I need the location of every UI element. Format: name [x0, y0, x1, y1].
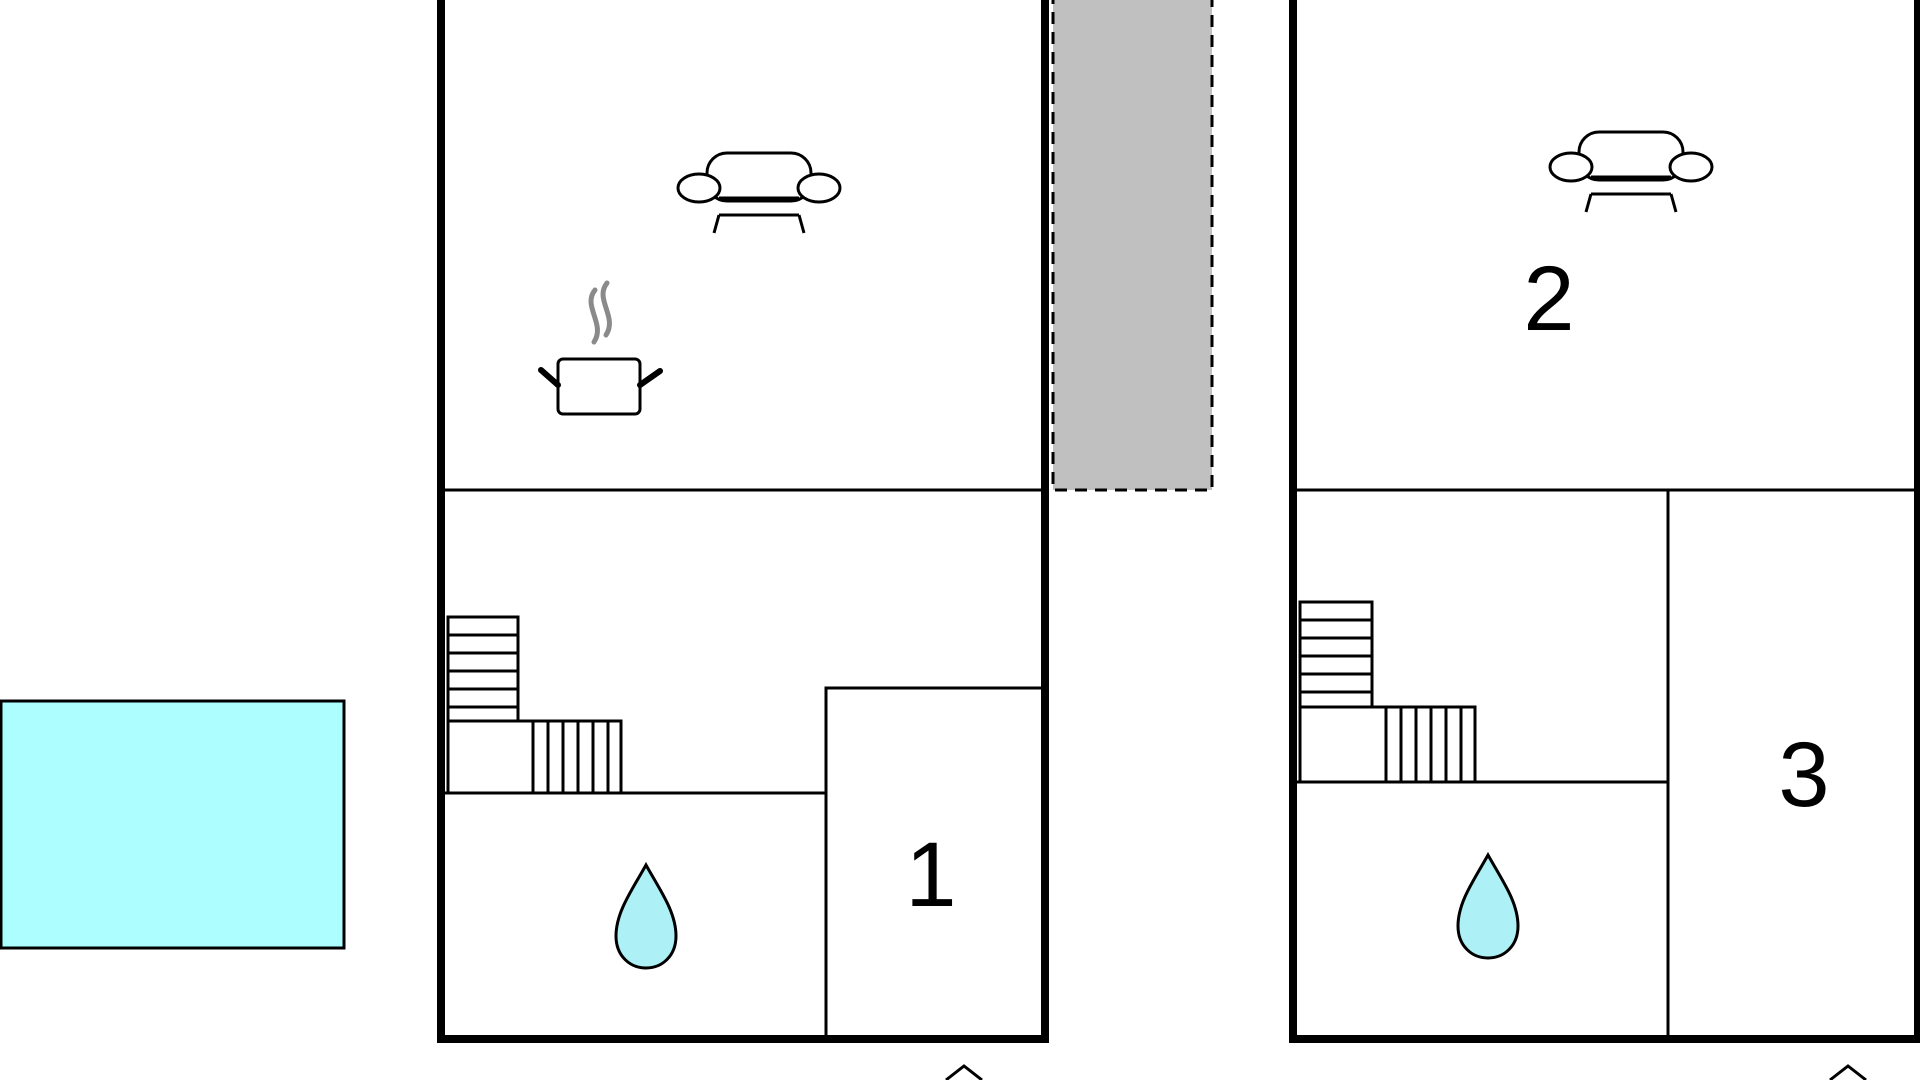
- bedroom-1-label: 1: [905, 824, 956, 926]
- living-2-label: 2: [1523, 248, 1574, 350]
- left-bedroom-walls: [824, 686, 1045, 1039]
- terrace-area: [1051, 0, 1214, 492]
- bedroom-3-label: 3: [1778, 724, 1829, 826]
- left-unit: 1: [437, 0, 1049, 1043]
- pool-icon: [0, 699, 346, 950]
- water-drop-icon: [614, 863, 678, 970]
- right-unit: 2 3: [1289, 0, 1920, 1043]
- sofa-icon: [676, 151, 842, 235]
- right-unit-outline: [1289, 0, 1920, 1043]
- water-drop-icon: [1456, 853, 1520, 960]
- sofa-icon: [1548, 130, 1714, 214]
- cooking-pot-icon: [538, 280, 663, 416]
- staircase-icon: [446, 615, 623, 793]
- staircase-icon: [1298, 600, 1477, 782]
- entrance-arrow-icon: [1829, 1064, 1867, 1080]
- left-unit-outline: [437, 0, 1049, 1043]
- entrance-arrow-icon: [945, 1064, 983, 1080]
